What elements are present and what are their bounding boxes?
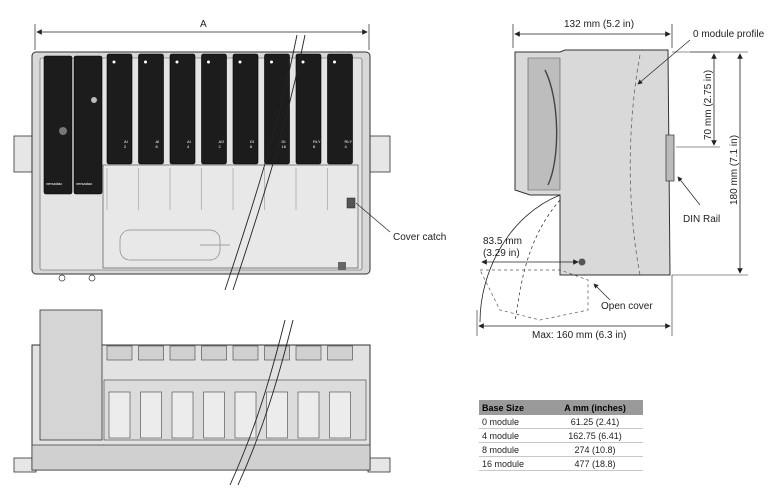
table-row: 16 module 477 (18.8)	[479, 456, 643, 471]
status-led	[112, 60, 116, 64]
table-cell-size: 8 module	[479, 442, 548, 457]
top-module-cap	[201, 345, 227, 361]
io-module-sub: 8	[156, 144, 159, 149]
top-module-cap	[232, 345, 259, 361]
top-module-cap	[327, 345, 353, 361]
io-module-name: RLY	[345, 139, 353, 144]
table-cell-a: 477 (18.8)	[547, 456, 643, 471]
io-module-sub: 2	[124, 144, 127, 149]
zero-module-profile-label: 0 module profile	[693, 29, 765, 40]
cover-catch-label: Cover catch	[393, 232, 446, 243]
io-module-sub: 8	[313, 144, 316, 149]
top-module-terminal	[140, 391, 162, 439]
table-cell-a: 274 (10.8)	[547, 442, 643, 457]
front-cover	[102, 164, 359, 269]
status-led	[207, 60, 210, 64]
io-module	[232, 53, 259, 165]
top-module-cap	[138, 345, 164, 361]
status-led	[175, 60, 179, 64]
status-led	[144, 60, 147, 64]
side-view: 132 mm (5.2 in) 0 module profile 70 mm (…	[476, 19, 765, 341]
table-row: 4 module 162.75 (6.41)	[479, 428, 643, 443]
table-cell-size: 16 module	[479, 456, 548, 471]
table-header-a: A mm (inches)	[547, 400, 643, 415]
table-row: 0 module 61.25 (2.41)	[479, 415, 643, 429]
height-70-label: 70 mm (2.75 in)	[703, 70, 714, 140]
status-led	[238, 60, 242, 64]
table-cell-a: 61.25 (2.41)	[547, 415, 643, 429]
top-module-terminal	[297, 391, 320, 439]
power-module-1	[43, 55, 73, 195]
brand-label-2: versadac	[76, 181, 92, 186]
table-row: 8 module 274 (10.8)	[479, 442, 643, 457]
top-module-terminal	[234, 391, 257, 439]
io-module	[169, 53, 196, 165]
table-header-base-size: Base Size	[479, 400, 548, 415]
base-size-table: Base Size A mm (inches) 0 module 61.25 (…	[479, 400, 643, 471]
din-rail-label: DIN Rail	[683, 214, 720, 225]
top-module-terminal	[108, 391, 131, 439]
io-module-sub: 4	[187, 144, 190, 149]
top-module-cap	[295, 345, 322, 361]
top-view	[13, 309, 391, 486]
brand-label-1: versadac	[46, 181, 62, 186]
height-180-label: 180 mm (7.1 in)	[729, 135, 740, 205]
top-module-cap	[169, 345, 196, 361]
table-header-row: Base Size A mm (inches)	[479, 400, 643, 415]
open-cover-label: Open cover	[601, 301, 653, 312]
io-module	[327, 53, 353, 165]
io-module-name: AI	[124, 139, 128, 144]
table-cell-size: 0 module	[479, 415, 548, 429]
table-cell-size: 4 module	[479, 428, 548, 443]
top-module-terminal	[329, 391, 351, 439]
depth-132-label: 132 mm (5.2 in)	[564, 19, 634, 30]
status-led	[270, 60, 273, 64]
dimension-a-label: A	[200, 19, 207, 30]
status-led	[301, 60, 305, 64]
io-module-name: RLY	[313, 139, 321, 144]
top-module-terminal	[266, 391, 288, 439]
io-module-sub: 4	[345, 144, 348, 149]
io-module	[264, 53, 290, 165]
io-module-name: AO	[219, 139, 225, 144]
io-module-name: DI	[250, 139, 254, 144]
io-module-sub: 16	[282, 144, 287, 149]
io-module-sub: 8	[250, 144, 253, 149]
status-led	[333, 60, 336, 64]
depth-83-label-1: 83.5 mm	[483, 236, 522, 247]
cover-catch	[346, 197, 356, 209]
io-module	[106, 53, 133, 165]
table-cell-a: 162.75 (6.41)	[547, 428, 643, 443]
max-160-label: Max: 160 mm (6.3 in)	[532, 330, 626, 341]
io-module	[138, 53, 164, 165]
io-module-sub: 2	[219, 144, 222, 149]
io-module-name: AI	[156, 139, 160, 144]
top-module-cap	[106, 345, 133, 361]
depth-83-label-2: (3.29 in)	[483, 248, 520, 259]
power-module-2	[73, 55, 103, 195]
top-module-terminal	[203, 391, 225, 439]
top-module-terminal	[171, 391, 194, 439]
io-module-name: AI	[187, 139, 191, 144]
front-view: A versadac versadac AI2AI8AI4AO2DI8DI16R…	[13, 19, 446, 291]
top-slots	[106, 345, 353, 439]
io-module-name: DI	[282, 139, 286, 144]
io-module	[201, 53, 227, 165]
io-module	[295, 53, 322, 165]
